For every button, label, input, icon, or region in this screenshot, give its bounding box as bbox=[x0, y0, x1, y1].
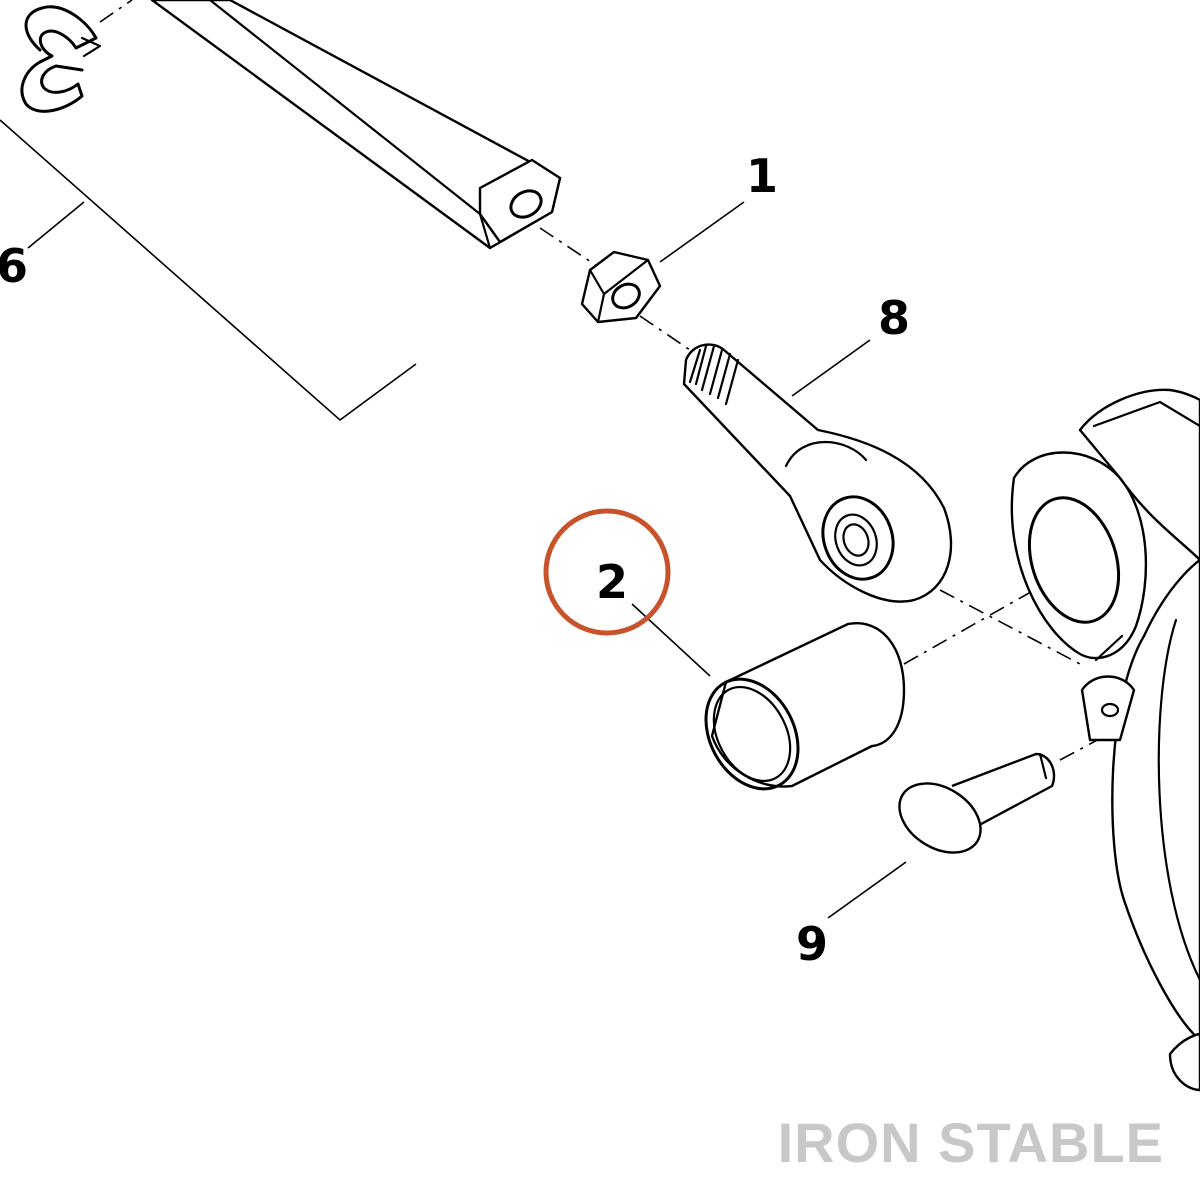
bushing bbox=[704, 563, 1081, 791]
rod-end bbox=[682, 343, 1081, 665]
clevis-pin bbox=[898, 727, 1121, 854]
part-6-bracket bbox=[0, 119, 417, 422]
spring-clip bbox=[20, 0, 133, 113]
leader-lines bbox=[631, 201, 907, 919]
hex-rod bbox=[150, 0, 601, 269]
callout-1: 1 bbox=[746, 149, 778, 203]
highlight-circle bbox=[543, 508, 671, 636]
callout-2: 2 bbox=[596, 555, 628, 609]
callout-8: 8 bbox=[878, 291, 910, 345]
housing bbox=[1010, 388, 1200, 1092]
callout-6: 6 bbox=[0, 239, 28, 293]
callout-9: 9 bbox=[796, 917, 828, 971]
hex-nut bbox=[580, 250, 691, 351]
brand-watermark: IRON STABLE bbox=[778, 1111, 1164, 1174]
